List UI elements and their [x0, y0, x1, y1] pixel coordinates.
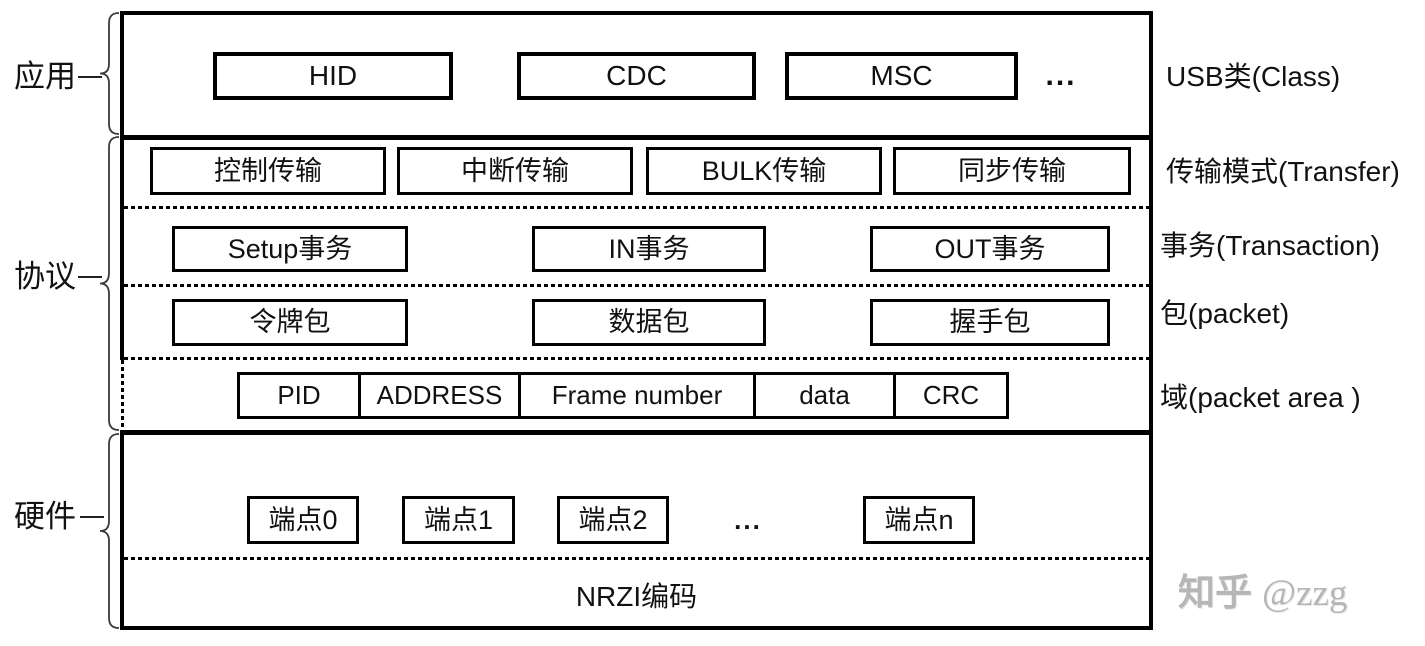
field-cell-data: data	[753, 372, 896, 419]
endpoint-box-0: 端点0	[247, 496, 359, 544]
dotted-separator-endpoint-encoding	[124, 557, 1149, 560]
transaction-box-setup-label: Setup事务	[227, 233, 353, 264]
endpoint-box-2: 端点2	[557, 496, 669, 544]
endpoint-box-1: 端点1	[402, 496, 515, 544]
dotted-separator-packet-field	[124, 357, 1149, 360]
class-box-cdc: CDC	[517, 52, 756, 100]
transfer-box-control-label: 控制传输	[214, 155, 322, 186]
brace-application	[99, 12, 120, 135]
endpoint-row-ellipsis: ...	[734, 504, 762, 535]
transaction-box-in: IN事务	[532, 226, 766, 272]
class-row-ellipsis: ...	[1045, 59, 1077, 92]
transfer-box-interrupt: 中断传输	[397, 147, 633, 195]
transaction-box-out-label: OUT事务	[934, 233, 1046, 264]
transfer-box-interrupt-label: 中断传输	[461, 155, 569, 186]
endpoint-box-1-label: 端点1	[423, 504, 494, 535]
field-cell-crc-label: CRC	[922, 380, 980, 410]
packet-box-token: 令牌包	[172, 299, 408, 346]
watermark-brand: 知乎	[1178, 572, 1252, 613]
transfer-box-isochronous: 同步传输	[893, 147, 1131, 195]
right-label-packet: 包(packet)	[1160, 298, 1290, 329]
layer-label-hardware: 硬件	[14, 499, 76, 534]
field-cell-frame-number-label: Frame number	[551, 380, 723, 410]
right-label-field: 域(packet area )	[1160, 382, 1361, 413]
endpoint-box-n: 端点n	[863, 496, 975, 544]
watermark: 知乎@zzg	[1178, 562, 1347, 616]
divider-application-protocol	[120, 135, 1153, 140]
field-bar: PID ADDRESS Frame number data CRC	[237, 372, 1010, 419]
class-box-hid: HID	[213, 52, 453, 100]
layer-label-protocol: 协议	[14, 259, 76, 294]
packet-box-data-label: 数据包	[608, 307, 690, 337]
transaction-box-in-label: IN事务	[608, 233, 690, 264]
encoding-label: NRZI编码	[575, 581, 698, 612]
field-cell-crc: CRC	[893, 372, 1009, 419]
divider-protocol-hardware	[120, 430, 1153, 435]
class-box-msc-label: MSC	[870, 60, 933, 91]
brace-hardware	[99, 433, 120, 629]
right-label-transfer: 传输模式(Transfer)	[1166, 156, 1400, 187]
transfer-box-bulk: BULK传输	[646, 147, 882, 195]
dotted-left-border-field-row	[121, 360, 124, 430]
transaction-box-setup: Setup事务	[172, 226, 408, 272]
field-cell-data-label: data	[799, 380, 850, 410]
right-label-transaction: 事务(Transaction)	[1160, 230, 1380, 261]
layer-label-application: 应用	[14, 59, 76, 94]
field-cell-address-label: ADDRESS	[376, 380, 503, 410]
packet-box-token-label: 令牌包	[249, 307, 331, 337]
endpoint-box-n-label: 端点n	[884, 504, 954, 535]
dotted-separator-transaction-packet	[124, 284, 1149, 287]
connector-dash-application	[78, 76, 102, 78]
transfer-box-isochronous-label: 同步传输	[958, 155, 1066, 186]
endpoint-box-2-label: 端点2	[578, 504, 648, 535]
dotted-separator-transfer-transaction	[124, 206, 1149, 209]
packet-box-handshake-label: 握手包	[949, 307, 1031, 337]
transfer-box-bulk-label: BULK传输	[701, 155, 827, 186]
class-box-hid-label: HID	[308, 60, 358, 91]
connector-dash-hardware	[80, 516, 104, 518]
transfer-box-control: 控制传输	[150, 147, 386, 195]
class-box-cdc-label: CDC	[606, 60, 667, 91]
field-cell-address: ADDRESS	[358, 372, 521, 419]
connector-dash-protocol	[78, 276, 102, 278]
watermark-author: @zzg	[1262, 573, 1348, 614]
field-cell-pid-label: PID	[277, 380, 321, 410]
packet-box-handshake: 握手包	[870, 299, 1110, 346]
transaction-box-out: OUT事务	[870, 226, 1110, 272]
right-label-usb-class: USB类(Class)	[1166, 61, 1341, 92]
packet-box-data: 数据包	[532, 299, 766, 346]
class-box-msc: MSC	[785, 52, 1018, 100]
brace-protocol	[99, 136, 120, 431]
endpoint-box-0-label: 端点0	[268, 504, 338, 535]
field-cell-frame-number: Frame number	[518, 372, 756, 419]
field-cell-pid: PID	[237, 372, 361, 419]
